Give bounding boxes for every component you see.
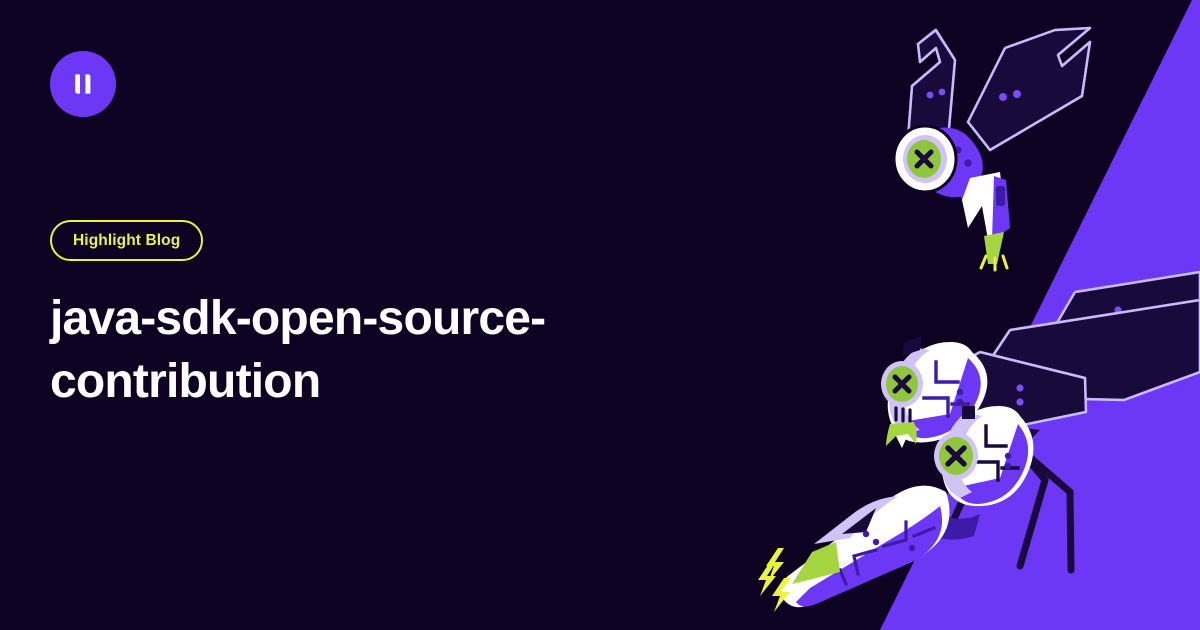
wing-panels [950, 270, 1200, 430]
lightning-sparks [758, 548, 790, 612]
abdomen-pen-body [779, 485, 950, 608]
thruster-sparks [979, 254, 1009, 272]
highlight-logo-icon [75, 74, 91, 94]
brand-logo[interactable] [50, 51, 116, 117]
lower-mosquito-robot [934, 406, 1034, 507]
status-badge[interactable]: Highlight Blog [50, 220, 204, 261]
top-mosquito-robot [892, 26, 1092, 272]
